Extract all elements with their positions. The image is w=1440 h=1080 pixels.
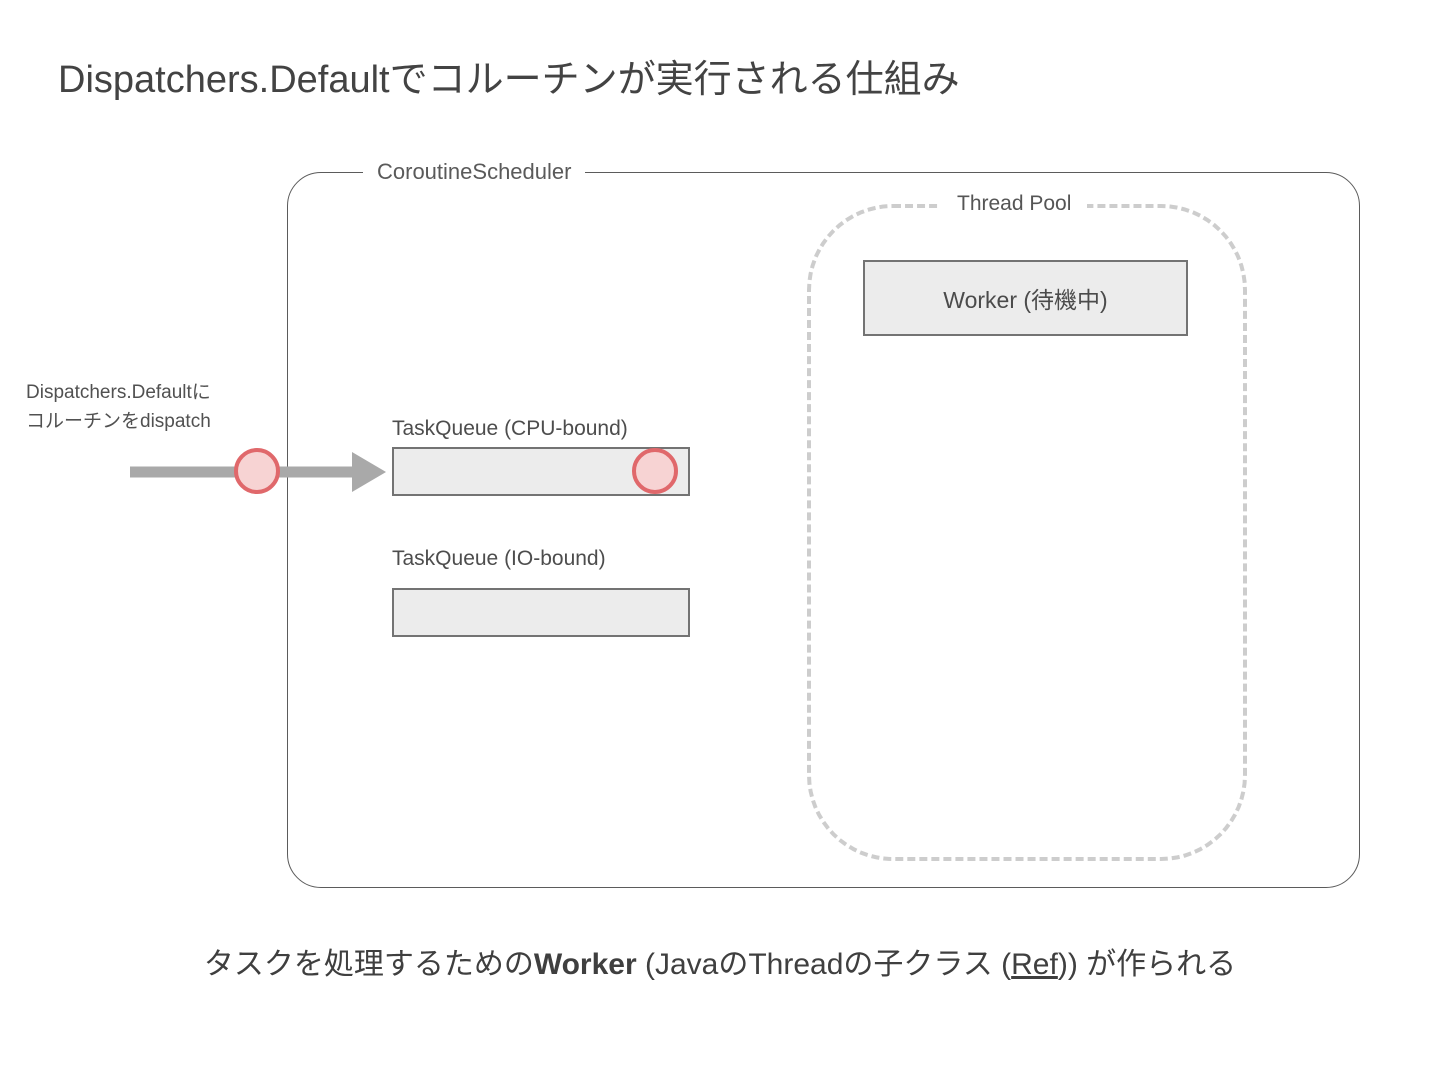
page-title: Dispatchers.Defaultでコルーチンが実行される仕組み <box>58 59 960 101</box>
coroutine-scheduler-label: CoroutineScheduler <box>363 158 586 186</box>
dispatch-caption-line1: Dispatchers.Defaultに <box>26 382 211 403</box>
task-token-in-cpu-queue <box>632 448 678 494</box>
coroutine-scheduler-container <box>287 172 1360 888</box>
ref-link[interactable]: Ref <box>1011 948 1058 981</box>
dispatch-caption-line2: コルーチンをdispatch <box>26 411 211 432</box>
task-token-dispatching <box>234 448 280 494</box>
dispatch-caption: Dispatchers.Defaultに コルーチンをdispatch <box>26 378 211 436</box>
bottom-caption: タスクを処理するためのWorker (JavaのThreadの子クラス (Ref… <box>0 945 1440 985</box>
worker-label: Worker (待機中) <box>943 287 1108 313</box>
taskqueue-io-label: TaskQueue (IO-bound) <box>392 547 606 570</box>
taskqueue-io-box <box>392 588 690 637</box>
bottom-caption-strong: Worker <box>533 948 637 981</box>
taskqueue-cpu-label: TaskQueue (CPU-bound) <box>392 417 628 440</box>
worker-box: Worker (待機中) <box>863 260 1188 336</box>
bottom-caption-part2: (JavaのThreadの子クラス ( <box>636 948 1012 981</box>
bottom-caption-part3: )) が作られる <box>1057 948 1237 981</box>
bottom-caption-part1: タスクを処理するための <box>203 948 534 981</box>
thread-pool-label: Thread Pool <box>941 190 1088 218</box>
